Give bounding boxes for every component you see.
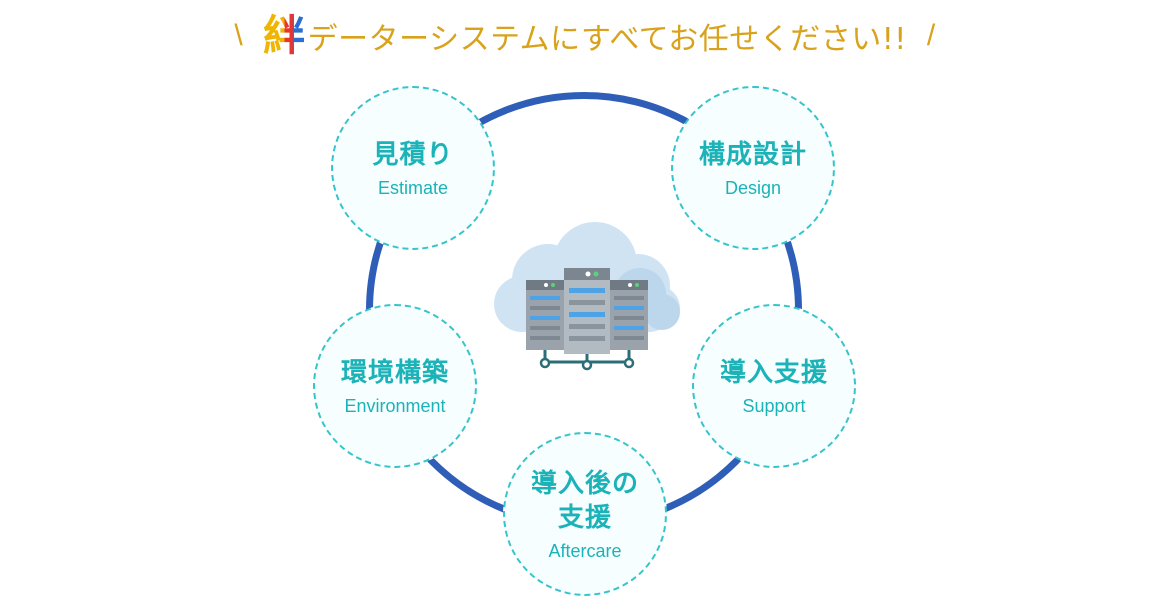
- step-design-subtitle: Design: [724, 177, 782, 198]
- headline-left-mark: \: [234, 19, 244, 52]
- step-environment-subtitle: Environment: [344, 395, 446, 416]
- step-aftercare-subtitle: Aftercare: [548, 540, 622, 561]
- headline-right-mark: /: [926, 19, 936, 52]
- step-aftercare-title-line1: 導入後の: [530, 468, 639, 499]
- cloud-server-icon: [494, 222, 680, 371]
- step-support: 導入支援 Support: [692, 304, 856, 468]
- brand-logo-character: 絆: [263, 2, 306, 63]
- step-design: 構成設計 Design: [671, 86, 835, 250]
- headline-text: データーシステムにすべてお任せください!!: [307, 22, 907, 57]
- step-aftercare: 導入後の 支援 Aftercare: [503, 432, 667, 596]
- headline: \ 絆 データーシステムにすべてお任せください!! /: [0, 0, 1170, 72]
- step-estimate-title: 見積り: [372, 139, 454, 170]
- step-support-title: 導入支援: [719, 357, 828, 388]
- step-estimate: 見積り Estimate: [331, 86, 495, 250]
- step-design-title: 構成設計: [698, 139, 807, 170]
- step-estimate-subtitle: Estimate: [377, 177, 449, 198]
- step-support-subtitle: Support: [742, 395, 806, 416]
- step-environment: 環境構築 Environment: [313, 304, 477, 468]
- step-environment-title: 環境構築: [340, 357, 449, 388]
- step-aftercare-title-line2: 支援: [557, 502, 612, 533]
